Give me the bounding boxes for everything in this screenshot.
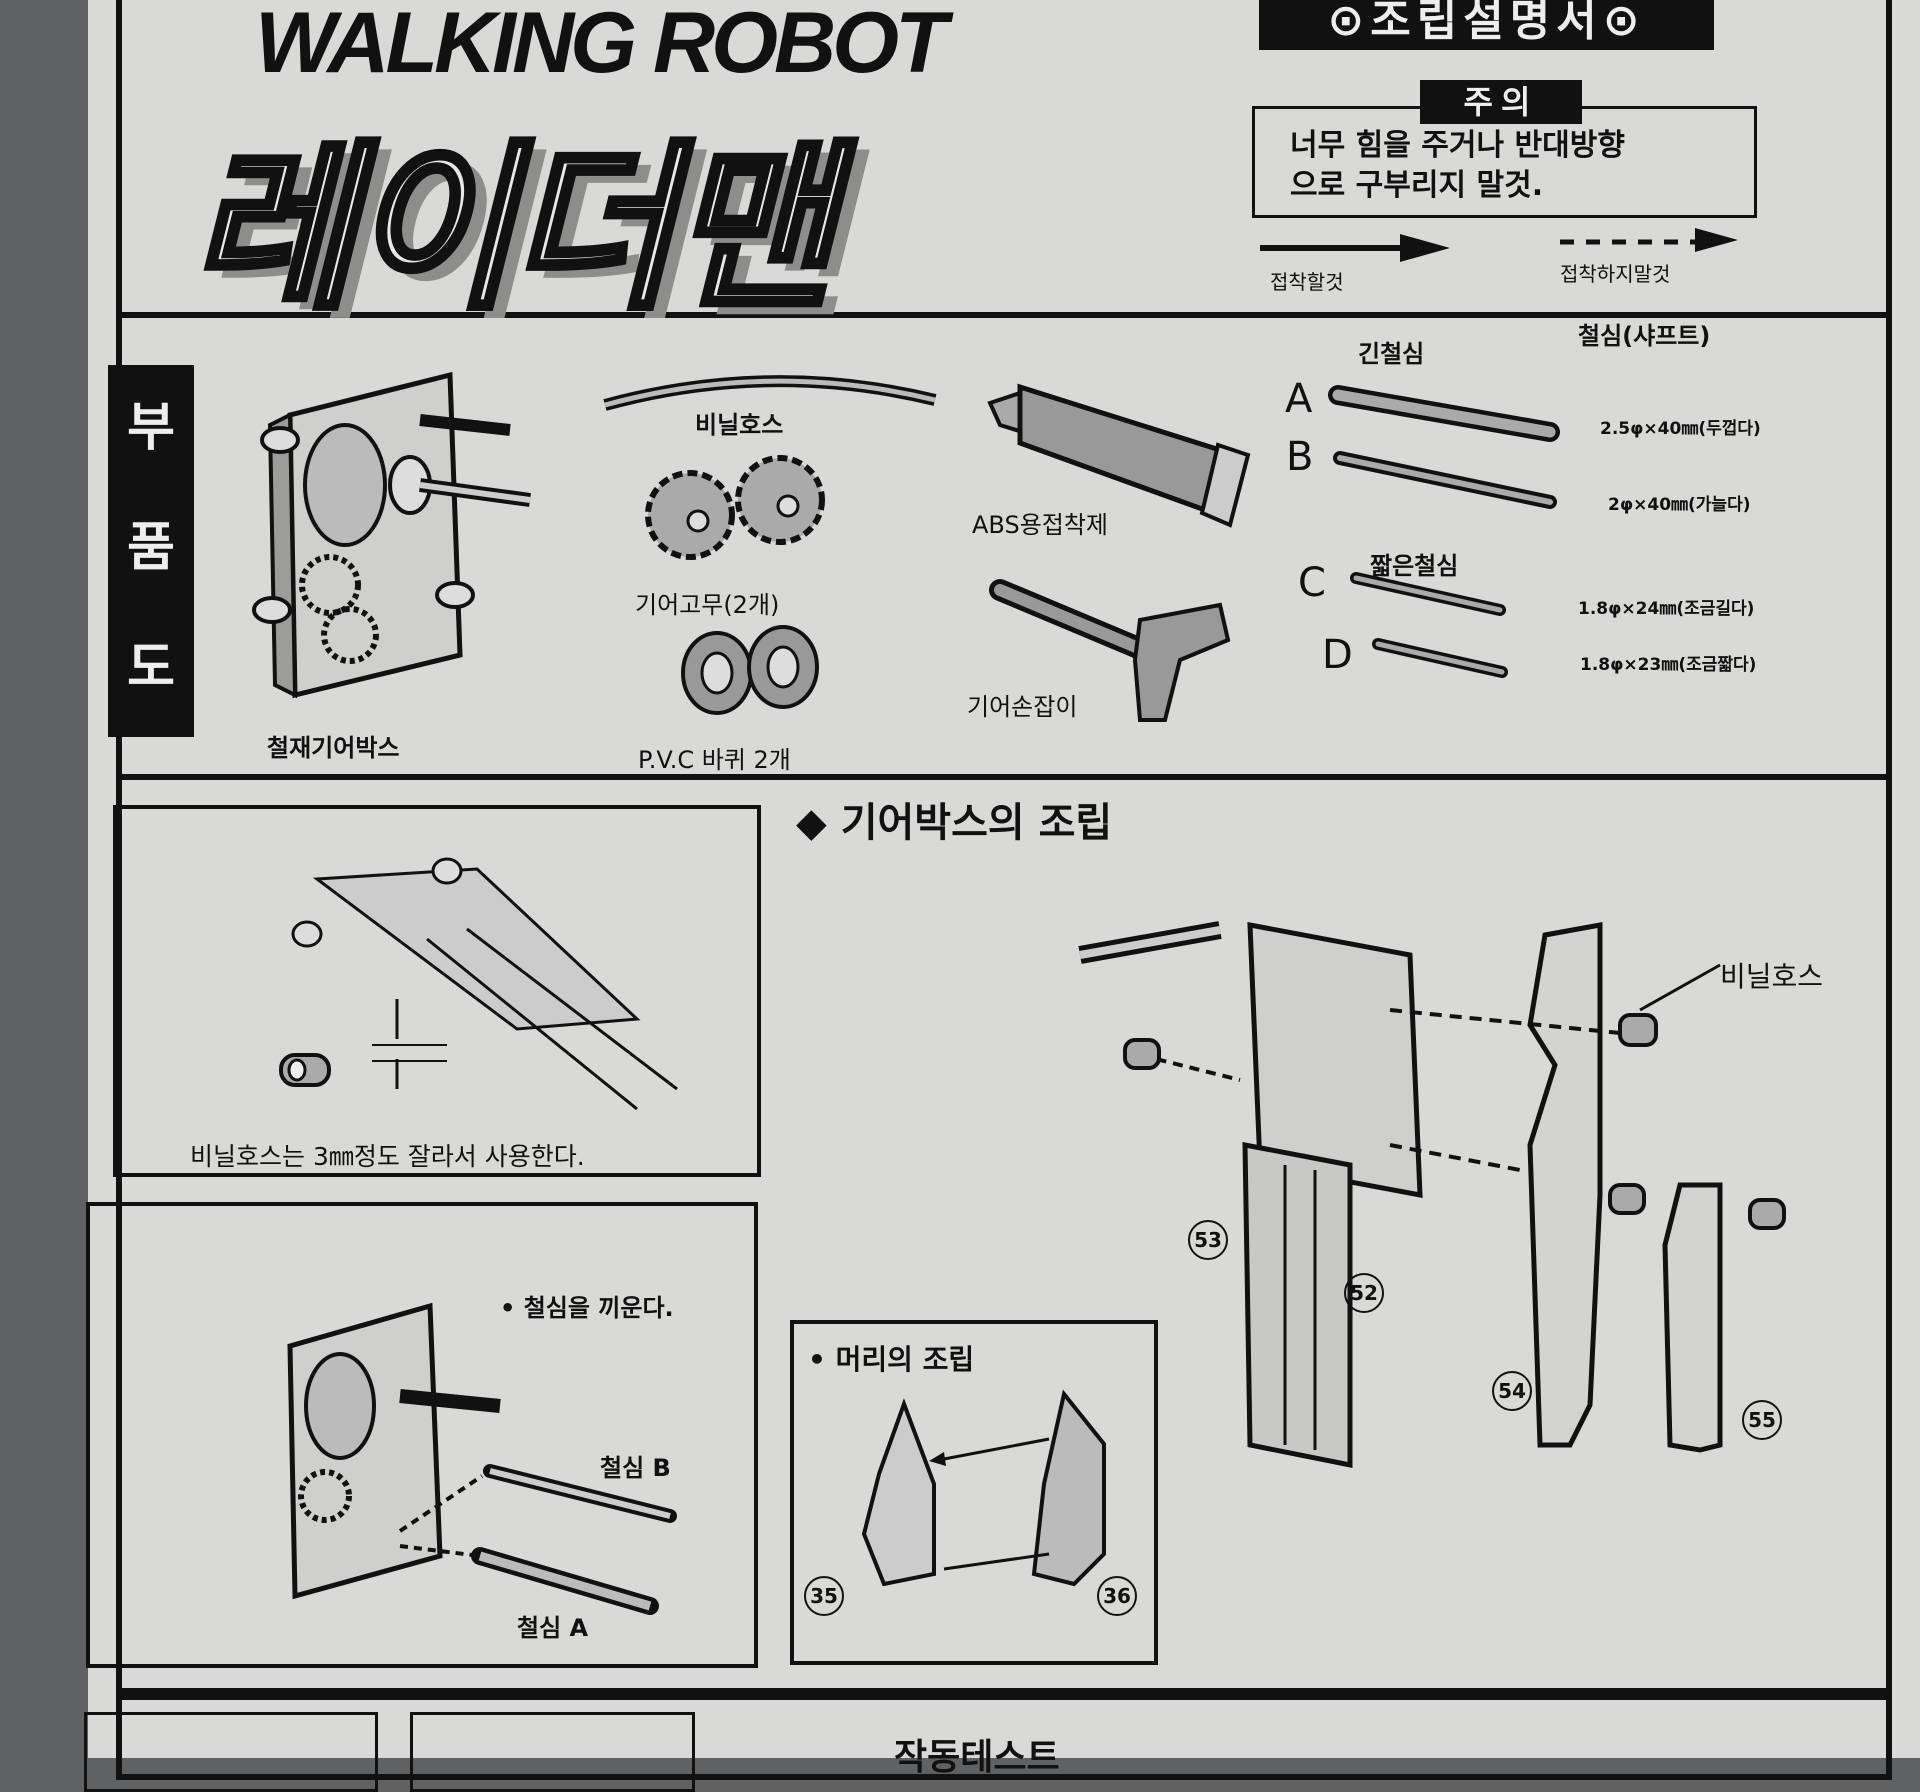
gear-rubber-label: 기어고무(2개) — [635, 591, 780, 619]
part-number-badge: 35 — [804, 1576, 844, 1616]
hose-cut-illustration — [291, 857, 678, 1111]
pvc-wheels-label: P.V.C 바퀴 2개 — [638, 746, 791, 774]
hose-illustration — [603, 375, 937, 411]
parts-section-label: 부 품 도 — [108, 365, 194, 737]
hose-cut-panel — [113, 805, 761, 1177]
shaft-insert-illustration — [287, 1302, 677, 1615]
leg-assembly-illustration — [1078, 921, 1786, 1469]
gear-rubber-illustration — [645, 455, 825, 560]
caution-label: 주의 — [1420, 80, 1582, 124]
insert-shaft-note: • 철심을 끼운다. — [500, 1294, 674, 1322]
arrow-legend-icons — [1260, 228, 1738, 262]
title-korean-logo: 레이더맨 — [187, 122, 837, 337]
assembly-heading: ◆ 기어박스의 조립 — [796, 800, 1113, 846]
test-panel — [410, 1712, 695, 1792]
legend-dashed-label: 접착하지말것 — [1560, 262, 1671, 286]
hose-label: 비닐호스 — [695, 411, 784, 439]
shaft-spec: 2.5φ×40㎜(두껍다) — [1600, 419, 1761, 439]
part-number-badge: 36 — [1097, 1576, 1137, 1616]
pvc-wheels-illustration — [681, 625, 819, 715]
shaft-letter: D — [1322, 632, 1353, 678]
long-shaft-label: 긴철심 — [1358, 340, 1425, 368]
gearbox-illustration — [252, 371, 531, 699]
part-number-badge: 55 — [1742, 1400, 1782, 1440]
gear-handle-illustration — [989, 579, 1231, 722]
test-panel — [84, 1712, 378, 1792]
shaft-spec: 1.8φ×23㎜(조금짧다) — [1580, 655, 1757, 675]
short-shaft-label: 짧은철심 — [1370, 552, 1459, 580]
shaft-spec: 1.8φ×24㎜(조금길다) — [1578, 599, 1755, 619]
shaft-letter: A — [1285, 376, 1313, 422]
shaft-b-label: 철심 B — [600, 1454, 671, 1482]
divider — [116, 312, 1892, 318]
shaft-illustrations — [1328, 385, 1560, 678]
operation-test-title: 작동테스트 — [894, 1737, 1060, 1778]
title-english: WALKING ROBOT — [255, 0, 947, 91]
divider — [116, 1688, 1892, 1700]
head-assembly-title: • 머리의 조립 — [808, 1343, 975, 1376]
glue-label: ABS용접착제 — [972, 511, 1109, 539]
shaft-a-label: 철심 A — [517, 1614, 589, 1642]
caution-line: 너무 힘을 주거나 반대방향 — [1290, 128, 1625, 163]
shaft-insert-panel — [86, 1202, 758, 1668]
divider — [116, 774, 1892, 780]
head-assembly-illustration — [861, 1389, 1106, 1587]
shaft-title: 철심(샤프트) — [1578, 322, 1711, 350]
hose-callout-label: 비닐호스 — [1720, 960, 1824, 993]
shaft-letter: C — [1298, 560, 1326, 606]
legend-solid-label: 접착할것 — [1270, 270, 1344, 294]
gearbox-label: 철재기어박스 — [267, 734, 400, 762]
shaft-spec: 2φ×40㎜(가늘다) — [1608, 495, 1751, 515]
hose-piece-icon — [279, 1053, 331, 1087]
manual-badge: ⊙조립설명서⊙ — [1259, 0, 1714, 50]
glue-tube-illustration — [987, 383, 1251, 528]
part-number-badge: 52 — [1344, 1273, 1384, 1313]
part-number-badge: 53 — [1188, 1220, 1228, 1260]
head-assembly-panel — [790, 1320, 1158, 1665]
part-number-badge: 54 — [1492, 1371, 1532, 1411]
gear-handle-label: 기어손잡이 — [967, 693, 1078, 721]
shaft-letter: B — [1286, 434, 1314, 480]
caution-line: 으로 구부리지 말것. — [1290, 168, 1544, 203]
hose-cut-note: 비닐호스는 3㎜정도 잘라서 사용한다. — [190, 1142, 585, 1171]
